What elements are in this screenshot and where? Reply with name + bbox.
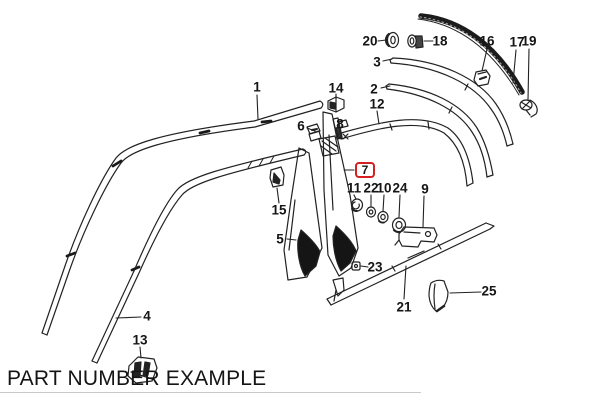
part-13-clip bbox=[127, 356, 158, 384]
part-18-pin bbox=[407, 34, 424, 49]
part-21-sill-molding bbox=[326, 222, 495, 306]
callout-9: 9 bbox=[421, 181, 429, 197]
part-15-clip bbox=[269, 166, 285, 188]
part-6-clip bbox=[306, 123, 322, 142]
callout-3: 3 bbox=[373, 54, 381, 70]
part-17-seal-strip bbox=[417, 13, 525, 96]
leader-lines bbox=[115, 39, 530, 359]
callout-16: 16 bbox=[479, 33, 495, 49]
fastener-24-grommet bbox=[391, 217, 407, 234]
part-2-arch-molding bbox=[385, 83, 494, 178]
part-7-pillar-trim bbox=[322, 111, 359, 277]
callout-24: 24 bbox=[392, 180, 408, 196]
part-5-pillar-trim bbox=[283, 147, 323, 281]
callout-19: 19 bbox=[521, 33, 537, 49]
callout-10: 10 bbox=[376, 180, 392, 196]
callout-6: 6 bbox=[297, 118, 305, 134]
callout-2: 2 bbox=[370, 81, 378, 97]
callout-15: 15 bbox=[271, 202, 287, 218]
pillar-bracket-block bbox=[318, 135, 340, 157]
part-12-arch-molding bbox=[340, 119, 474, 187]
part-20-grommet bbox=[384, 31, 400, 49]
fastener-11-grommet bbox=[350, 198, 364, 212]
callout-8: 8 bbox=[336, 116, 344, 132]
callout-25: 25 bbox=[481, 283, 497, 299]
part-19-plug bbox=[519, 99, 538, 118]
callout-18: 18 bbox=[432, 33, 448, 49]
callout-4: 4 bbox=[143, 308, 151, 324]
part-25-end-cap bbox=[428, 279, 449, 313]
part-16-clip bbox=[473, 69, 491, 87]
callout-23: 23 bbox=[367, 259, 383, 275]
callout-12: 12 bbox=[369, 96, 385, 112]
part-4-door-frame-molding bbox=[91, 148, 307, 364]
callout-7-highlighted: 7 bbox=[355, 162, 375, 178]
callout-17: 17 bbox=[509, 34, 525, 50]
fastener-10-washer bbox=[377, 210, 389, 224]
callout-20: 20 bbox=[362, 33, 378, 49]
callout-21: 21 bbox=[396, 299, 412, 315]
callout-11: 11 bbox=[346, 180, 362, 196]
part-3-arch-molding bbox=[389, 57, 514, 147]
part-23-nut bbox=[351, 261, 361, 271]
part-1-roof-drip-molding bbox=[41, 100, 324, 336]
bottom-divider-line bbox=[0, 392, 421, 393]
callout-13: 13 bbox=[132, 332, 148, 348]
fastener-22-washer bbox=[365, 206, 377, 218]
callout-1: 1 bbox=[253, 79, 261, 95]
callout-22: 22 bbox=[363, 180, 379, 196]
part-9-bracket bbox=[394, 226, 438, 248]
callout-5: 5 bbox=[276, 231, 284, 247]
caption-part-number-example: PART NUMBER EXAMPLE bbox=[7, 367, 267, 390]
callout-14: 14 bbox=[328, 80, 344, 96]
